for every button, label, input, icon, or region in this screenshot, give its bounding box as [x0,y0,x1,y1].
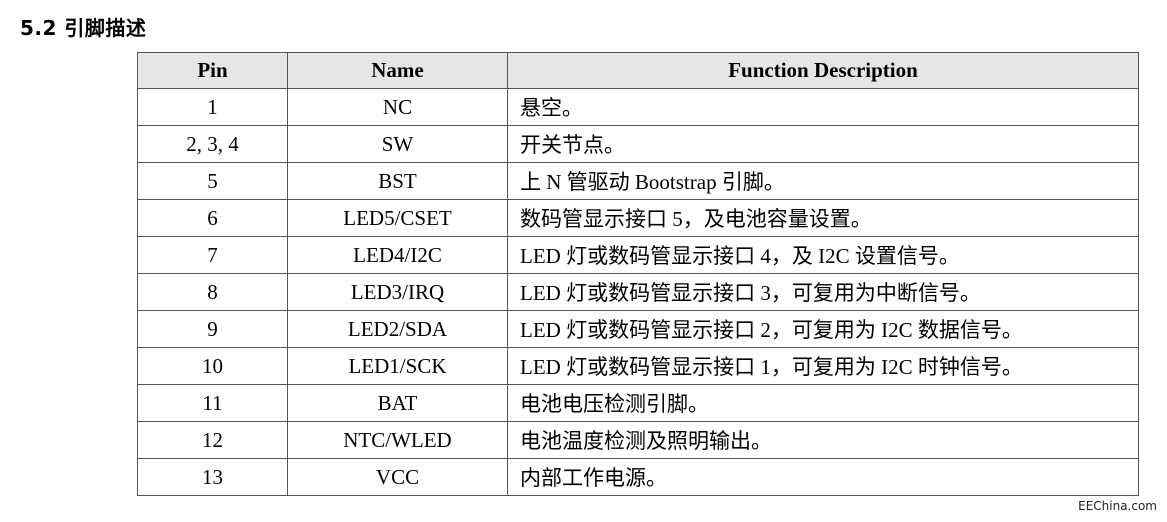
name-cell: SW [287,125,508,163]
description-cell: 上 N 管驱动 Bootstrap 引脚。 [507,162,1139,200]
header-function-description: Function Description [507,52,1139,89]
pin-cell: 6 [137,199,288,237]
header-name: Name [287,52,508,89]
description-cell: 开关节点。 [507,125,1139,163]
name-cell: LED3/IRQ [287,273,508,311]
pin-cell: 11 [137,384,288,422]
header-pin: Pin [137,52,288,89]
description-cell: 数码管显示接口 5，及电池容量设置。 [507,199,1139,237]
description-cell: LED 灯或数码管显示接口 2，可复用为 I2C 数据信号。 [507,310,1139,348]
name-cell: NC [287,88,508,126]
name-cell: BST [287,162,508,200]
pin-cell: 7 [137,236,288,274]
watermark: EEChina.com [1078,499,1157,513]
description-cell: 悬空。 [507,88,1139,126]
name-cell: LED5/CSET [287,199,508,237]
description-cell: LED 灯或数码管显示接口 3，可复用为中断信号。 [507,273,1139,311]
name-cell: LED4/I2C [287,236,508,274]
pin-cell: 1 [137,88,288,126]
name-cell: VCC [287,458,508,496]
name-cell: NTC/WLED [287,421,508,459]
pin-cell: 8 [137,273,288,311]
description-cell: LED 灯或数码管显示接口 1，可复用为 I2C 时钟信号。 [507,347,1139,385]
pin-cell: 10 [137,347,288,385]
description-cell: 电池温度检测及照明输出。 [507,421,1139,459]
pin-cell: 9 [137,310,288,348]
pin-cell: 13 [137,458,288,496]
description-cell: 内部工作电源。 [507,458,1139,496]
description-cell: LED 灯或数码管显示接口 4，及 I2C 设置信号。 [507,236,1139,274]
name-cell: LED1/SCK [287,347,508,385]
pin-cell: 2, 3, 4 [137,125,288,163]
table-header-row: Pin Name Function Description [137,52,1139,89]
section-heading: 5.2 引脚描述 [20,16,147,40]
description-cell: 电池电压检测引脚。 [507,384,1139,422]
name-cell: BAT [287,384,508,422]
name-cell: LED2/SDA [287,310,508,348]
pin-cell: 12 [137,421,288,459]
pin-cell: 5 [137,162,288,200]
